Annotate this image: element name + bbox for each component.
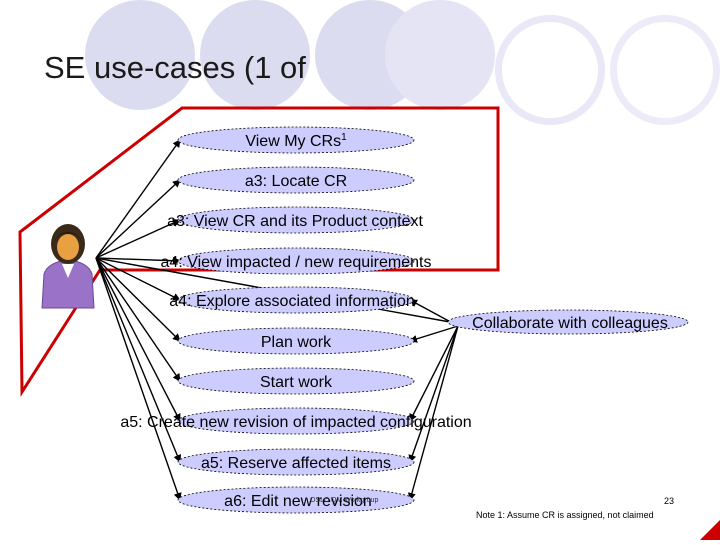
association-link — [95, 219, 181, 259]
association-link — [408, 325, 459, 501]
uc-create-revision-label: a5: Create new revision of impacted conf… — [120, 414, 471, 431]
workgroup-label: OSLC QM Workgroup — [310, 497, 379, 504]
uc-start-work[interactable] — [177, 367, 415, 395]
association-links — [95, 139, 459, 501]
uc-view-cr-context[interactable] — [177, 206, 415, 234]
association-link — [409, 325, 459, 422]
association-link — [95, 257, 181, 382]
association-link — [95, 179, 181, 259]
uc-view-my-crs[interactable] — [177, 126, 415, 154]
uc-edit-revision-label: a6: Edit new revision — [224, 493, 372, 510]
uc-view-cr-context-label: a3: View CR and its Product context — [167, 213, 423, 230]
uc-view-my-crs-label: View My CRs1 — [245, 132, 347, 150]
association-link — [409, 325, 459, 343]
association-link — [95, 257, 181, 422]
page-number: 23 — [664, 496, 675, 506]
association-link — [95, 139, 181, 259]
uc-collaborate-label: Collaborate with colleagues — [472, 315, 668, 332]
uc-start-work-label: Start work — [260, 374, 333, 391]
uc-explore-info-label: a4: Explore associated information — [169, 293, 414, 310]
association-link — [95, 257, 181, 342]
uc-reserve-items-label: a5: Reserve affected items — [201, 455, 391, 472]
association-link — [95, 257, 182, 463]
association-link — [408, 325, 459, 463]
uc-explore-info[interactable] — [177, 286, 415, 314]
actor-person-icon — [41, 224, 95, 309]
use-case-ellipses: View My CRs1 a3: Locate CR a3: View CR and… — [120, 126, 689, 514]
association-link — [95, 257, 182, 501]
decorative-circles — [85, 0, 720, 125]
slide-title: SE use-cases (1 of — [44, 50, 306, 85]
uc-plan-work[interactable] — [177, 327, 415, 355]
uc-reserve-items[interactable] — [177, 448, 415, 476]
uc-locate-cr-label: a3: Locate CR — [245, 173, 347, 190]
uc-locate-cr[interactable] — [177, 166, 415, 194]
uc-view-impacted-label: a4: View impacted / new requirements — [161, 254, 432, 271]
uc-view-impacted[interactable] — [177, 247, 415, 275]
corner-triangle-icon — [700, 520, 720, 540]
uc-create-revision[interactable] — [177, 407, 415, 435]
association-link — [95, 256, 181, 265]
uc-plan-work-label: Plan work — [261, 334, 332, 351]
association-link — [95, 257, 181, 301]
footnote: Note 1: Assume CR is assigned, not claim… — [476, 510, 654, 520]
uc-edit-revision[interactable] — [177, 486, 415, 514]
uc-collaborate[interactable] — [447, 309, 689, 335]
